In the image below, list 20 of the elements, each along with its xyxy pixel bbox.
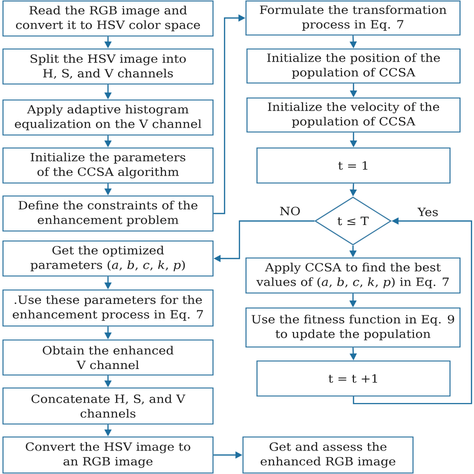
edge-label: Yes bbox=[416, 206, 440, 218]
process-box: Read the RGB image and convert it to HSV color space bbox=[2, 0, 214, 37]
process-box: Get the optimized parameters (a, b, c, k, p) bbox=[2, 240, 214, 277]
process-box: Use the fitness function in Eq. 9 to update the population bbox=[245, 307, 461, 348]
process-box: Split the HSV image into H, S, and V channels bbox=[2, 48, 214, 85]
process-box: Initialize the parameters of the CCSA algorithm bbox=[2, 147, 214, 184]
process-box: Convert the HSV image to an RGB image bbox=[2, 436, 214, 474]
process-box: Get and assess the enhanced RGB image bbox=[242, 436, 414, 474]
process-box: Apply adaptive histogram equalization on the V channel bbox=[2, 99, 214, 136]
process-box: Initialize the velocity of the population of CCSA bbox=[246, 97, 461, 133]
process-box: t = 1 bbox=[256, 147, 451, 184]
process-box: Concatenate H, S, and V channels bbox=[2, 387, 214, 425]
process-box: t = t +1 bbox=[256, 360, 451, 397]
process-box: Obtain the enhanced V channel bbox=[2, 339, 214, 376]
process-box: Apply CCSA to find the best values of (a, b, c, k, p) in Eq. 7 bbox=[245, 257, 461, 294]
process-box: Initialize the position of the population of CCSA bbox=[246, 48, 461, 84]
edge-label: NO bbox=[278, 206, 302, 216]
process-box: .Use these parameters for the enhancement process in Eq. 7 bbox=[2, 289, 214, 327]
process-box: Define the constraints of the enhancement problem bbox=[2, 195, 214, 232]
process-box: Formulate the transformation process in Eq. 7 bbox=[245, 0, 461, 36]
